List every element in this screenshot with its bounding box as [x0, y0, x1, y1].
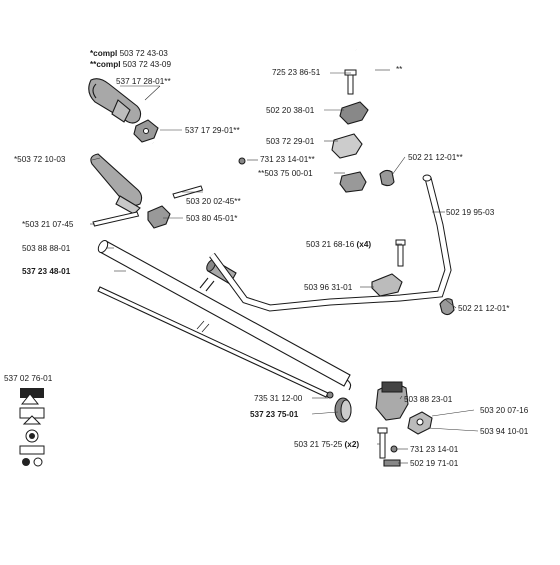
- compl-header: *compl 503 72 43-03 **compl 503 72 43-09: [90, 49, 171, 69]
- label-p1: 537 17 28-01**: [116, 77, 171, 86]
- label-p7: *503 72 10-03: [14, 155, 66, 164]
- drive-shaft: [97, 286, 329, 398]
- right-handlebar: [209, 174, 452, 312]
- label-p12: 502 19 95-03: [446, 208, 495, 217]
- label-p8: 731 23 14-01**: [260, 155, 315, 164]
- label-p23: 537 23 75-01: [250, 410, 299, 419]
- svg-text:503 21 68-16 (x4): 503 21 68-16 (x4): [306, 240, 371, 249]
- label-p24: 503 20 07-16: [480, 406, 529, 415]
- part-labels: 537 17 28-01** 725 23 86-51 ** 502 20 38…: [4, 65, 529, 468]
- label-p28: 502 19 71-01: [410, 459, 459, 468]
- compl-number-1: 503 72 43-03: [120, 49, 169, 58]
- clamp-parts: [147, 101, 403, 297]
- label-p11: 503 20 02-45**: [186, 197, 241, 206]
- compl-prefix-2: **compl: [90, 60, 120, 69]
- svg-text:503 21 75-25 (x2): 503 21 75-25 (x2): [294, 440, 359, 449]
- label-p6: 503 72 29-01: [266, 137, 315, 146]
- throttle-handle: [88, 78, 142, 124]
- label-p2: 725 23 86-51: [272, 68, 321, 77]
- gearbox-parts: [326, 381, 433, 467]
- label-p26: 503 21 75-25: [294, 440, 343, 449]
- label-p5: 537 17 29-01**: [185, 126, 240, 135]
- throttle-housing: [90, 153, 143, 215]
- label-p17: 537 23 48-01: [22, 267, 71, 276]
- svg-text:*compl 503 72 43-03: *compl 503 72 43-03: [90, 49, 168, 58]
- label-p14: 503 80 45-01*: [186, 214, 238, 223]
- end-caps: [379, 169, 455, 316]
- label-p9: **503 75 00-01: [258, 169, 313, 178]
- qty-x4: (x4): [357, 240, 372, 249]
- shaft-tube: [97, 239, 352, 391]
- label-p10: 502 21 12-01**: [408, 153, 463, 162]
- handle-clamp: [133, 119, 159, 143]
- label-p19: 502 21 12-01*: [458, 304, 510, 313]
- svg-text:**compl 503 72 43-09: **compl 503 72 43-09: [90, 60, 171, 69]
- label-p18: 503 96 31-01: [304, 283, 353, 292]
- compl-number-2: 503 72 43-09: [123, 60, 172, 69]
- label-p13: *503 21 07-45: [22, 220, 74, 229]
- label-p20: 537 02 76-01: [4, 374, 53, 383]
- decal-stack: [19, 388, 45, 467]
- compl-prefix-1: *compl: [90, 49, 117, 58]
- label-p25: 503 94 10-01: [480, 427, 529, 436]
- label-p3: **: [396, 65, 403, 74]
- leader-lines: [90, 69, 479, 464]
- upper-handlebar: [151, 49, 383, 189]
- label-p21: 503 88 23-01: [404, 395, 453, 404]
- qty-x2: (x2): [345, 440, 360, 449]
- label-p15: 503 88 88-01: [22, 244, 71, 253]
- label-p4: 502 20 38-01: [266, 106, 315, 115]
- label-p27: 731 23 14-01: [410, 445, 459, 454]
- label-p22: 735 31 12-00: [254, 394, 303, 403]
- label-p16: 503 21 68-16: [306, 240, 355, 249]
